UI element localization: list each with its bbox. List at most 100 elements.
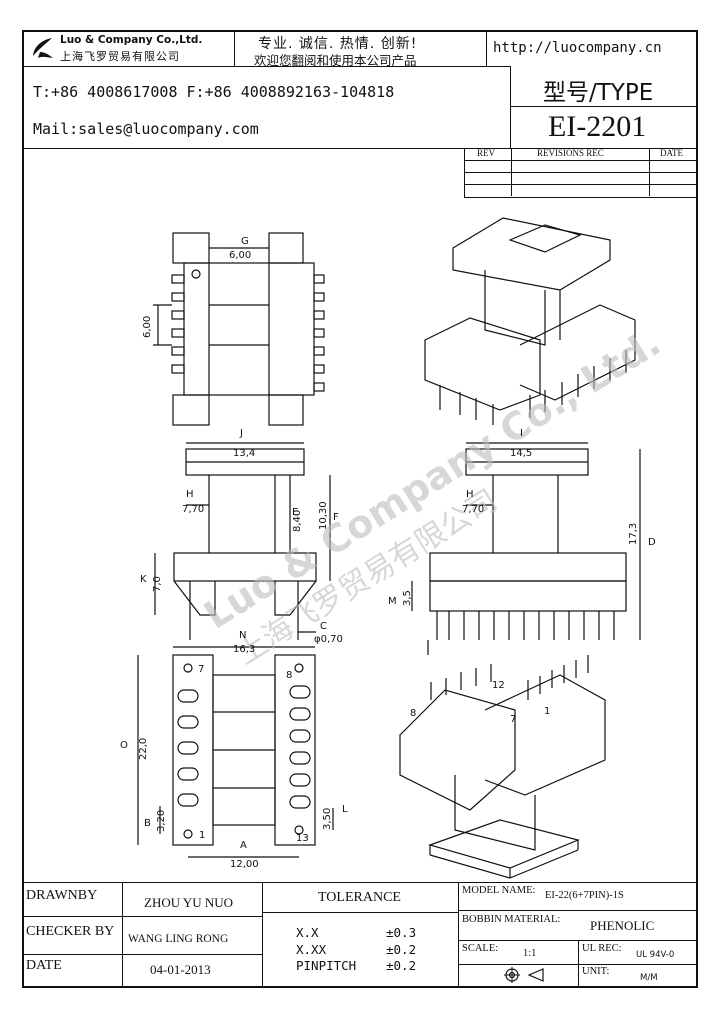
footer-divider xyxy=(578,940,579,988)
dimension-iso-pin-label-8: 8 xyxy=(410,708,416,719)
footer-rule xyxy=(22,954,262,955)
top-view xyxy=(153,232,325,426)
footer-divider xyxy=(122,882,123,988)
bobbin-label: BOBBIN MATERIAL: xyxy=(462,914,561,925)
dimension-G-top: 6,00 xyxy=(229,250,251,261)
dimension-F-val: 10,30 xyxy=(318,501,329,530)
dimension-pin-label-13: 13 xyxy=(296,833,309,844)
dimension-pin-label-8: 8 xyxy=(286,670,292,681)
header-divider xyxy=(234,30,235,66)
tol-x-label: X.X xyxy=(296,925,319,940)
tol-xx-label: X.XX xyxy=(296,942,327,957)
rev-col-header: REV xyxy=(477,148,495,158)
dimension-H-left: 7,70 xyxy=(182,504,204,515)
footer-rule xyxy=(22,916,262,917)
header-rule xyxy=(510,106,698,107)
bobbin-value: PHENOLIC xyxy=(590,918,655,933)
dimension-G: G xyxy=(241,236,249,247)
dimension-pin-label-1: 1 xyxy=(199,830,205,841)
dimension-iso-pin-label-12: 12 xyxy=(492,680,505,691)
email[interactable]: Mail:sales@luocompany.com xyxy=(33,120,259,138)
dimension-E: E xyxy=(292,507,298,518)
scale-value: 1:1 xyxy=(523,948,537,959)
type-label: 型号/TYPE xyxy=(543,80,654,106)
dimension-H-right: 7,70 xyxy=(462,504,484,515)
footer-rule xyxy=(22,882,698,883)
dimension-K-val: 7,0 xyxy=(152,576,163,592)
dimension-C: C xyxy=(320,621,327,632)
dimension-J: J xyxy=(239,428,243,439)
dimension-H2: H xyxy=(466,489,474,500)
date-label: DATE xyxy=(26,958,62,973)
checker-value: WANG LING RONG xyxy=(128,933,229,945)
dimension-C-val: φ0,70 xyxy=(314,634,343,645)
dimension-K: K xyxy=(140,574,147,585)
footer-divider xyxy=(262,882,263,988)
dimension-B-val: 3,20 xyxy=(156,810,167,832)
isometric-view-top xyxy=(424,217,636,425)
scale-label: SCALE: xyxy=(462,943,499,954)
model-value: EI-22(6+7PIN)-1S xyxy=(545,890,624,901)
dimension-F: F xyxy=(333,512,339,523)
revision-table: REV REVISIONS REC DATE xyxy=(464,148,698,198)
watermark: Luo & Company Co., Ltd. 上海飞罗贸易有限公司 xyxy=(196,320,668,672)
dimension-A: A xyxy=(240,840,247,851)
unit-value: M/M xyxy=(640,973,658,983)
dimension-iso-pin-label-7: 7 xyxy=(510,714,516,725)
dimension-pin-label-7: 7 xyxy=(198,664,204,675)
company-name-cn: 上海飞罗贸易有限公司 xyxy=(60,50,180,63)
dimension-N: N xyxy=(239,630,246,641)
ulrec-label: UL REC: xyxy=(582,943,622,954)
tol-xx-value: ±0.2 xyxy=(386,942,417,957)
tol-x-value: ±0.3 xyxy=(386,925,417,940)
dimension-L-val: 3,50 xyxy=(322,808,333,830)
dimension-L: L xyxy=(342,804,348,815)
unit-label: UNIT: xyxy=(582,966,610,977)
phone-fax: T:+86 4008617008 F:+86 4008892163-104818 xyxy=(33,83,395,101)
dimension-N-val: 16,3 xyxy=(233,644,255,655)
dimension-I-val: 14,5 xyxy=(510,448,532,459)
dimension-O-val: 22,0 xyxy=(138,738,149,760)
date-value: 04-01-2013 xyxy=(150,962,211,977)
dimension-H: H xyxy=(186,489,194,500)
model-label: MODEL NAME: xyxy=(462,885,536,896)
dimension-D-val: 17,3 xyxy=(628,523,639,545)
bottom-view xyxy=(137,646,334,858)
type-value: EI-2201 xyxy=(548,110,647,143)
projection-symbol-icon xyxy=(504,967,544,983)
dimension-D: D xyxy=(648,537,656,548)
ulrec-value: UL 94V-0 xyxy=(636,950,675,960)
checker-label: CHECKER BY xyxy=(26,924,115,939)
header-rule xyxy=(22,148,698,149)
drawing-frame xyxy=(22,30,698,988)
footer-rule xyxy=(458,910,698,911)
dimension-M-val: 3,5 xyxy=(402,590,413,606)
dimension-iso-pin-label-1: 1 xyxy=(544,706,550,717)
tol-pinpitch-label: PINPITCH xyxy=(296,958,357,973)
header-divider xyxy=(486,30,487,66)
dimension-I: I xyxy=(520,428,523,439)
company-logo-icon xyxy=(33,38,53,58)
dimension-G-side: 6,00 xyxy=(142,316,153,338)
header-rule xyxy=(22,66,510,67)
drawnby-value: ZHOU YU NUO xyxy=(144,895,234,910)
dimension-E-val: 8,40 xyxy=(292,510,303,532)
website-link[interactable]: http://luocompany.cn xyxy=(493,40,662,56)
dimension-O: O xyxy=(120,740,128,751)
footer-rule xyxy=(262,912,458,913)
welcome-text: 欢迎您翻阅和使用本公司产品 xyxy=(254,53,417,68)
revisions-rec-col-header: REVISIONS REC xyxy=(537,148,604,158)
header-divider xyxy=(510,66,511,148)
slogan: 专业. 诚信. 热情. 创新! xyxy=(258,36,418,52)
date-col-header: DATE xyxy=(660,148,683,158)
tolerance-title: TOLERANCE xyxy=(318,890,401,905)
dimension-M: M xyxy=(388,596,397,607)
dimension-J-val: 13,4 xyxy=(233,448,255,459)
drawnby-label: DRAWNBY xyxy=(26,888,98,903)
footer-divider xyxy=(458,882,459,988)
watermark-en: Luo & Company Co., Ltd. xyxy=(196,320,668,637)
front-view-left xyxy=(154,442,331,640)
company-name-en: Luo & Company Co.,Ltd. xyxy=(60,34,203,46)
tol-pinpitch-value: ±0.2 xyxy=(386,958,417,973)
